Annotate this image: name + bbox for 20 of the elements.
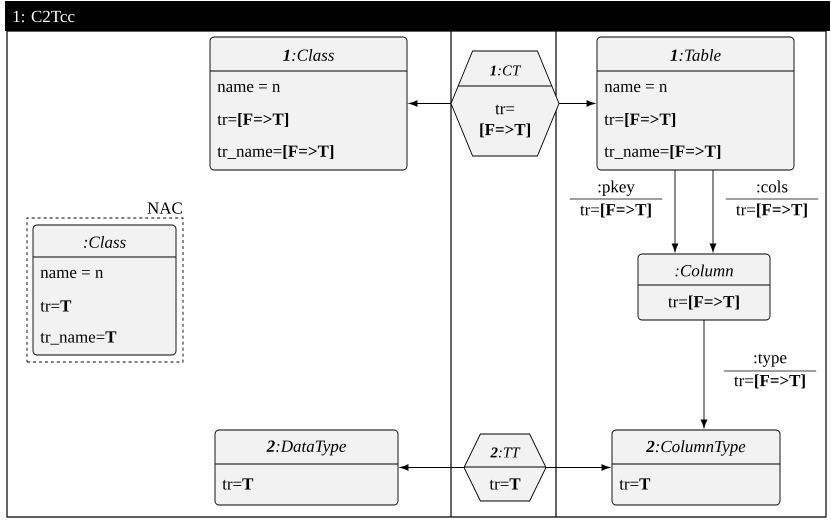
arrow bbox=[672, 170, 678, 252]
class-box: 2:DataType tr=T bbox=[214, 430, 398, 506]
class-box: :Column tr=[F=>T] bbox=[638, 254, 770, 320]
arrow bbox=[409, 100, 452, 107]
class-box: 2:ColumnType tr=T bbox=[612, 430, 780, 506]
edge-label: :type tr=[F=>T] bbox=[723, 354, 817, 388]
arrow bbox=[400, 464, 464, 471]
title-bar: 1: C2Tcc bbox=[5, 1, 830, 31]
arrow bbox=[546, 464, 610, 471]
edge-label: :pkey tr=[F=>T] bbox=[569, 180, 663, 218]
hexagon: 2:TT tr=T bbox=[464, 434, 546, 502]
class-box: 1:Table name = n tr=[F=>T] tr_name=[F=>T] bbox=[596, 36, 794, 170]
hexagon: 1:CT tr= [F=>T] bbox=[450, 50, 560, 156]
arrow bbox=[710, 170, 716, 252]
node-label: NAC bbox=[148, 202, 182, 214]
arrow bbox=[558, 100, 596, 107]
class-box: :Class name = n tr=T tr_name=T bbox=[32, 224, 176, 356]
edge-label: :cols tr=[F=>T] bbox=[725, 180, 819, 218]
arrow bbox=[700, 320, 708, 428]
class-box: 1:Class name = n tr=[F=>T] tr_name=[F=>T] bbox=[210, 36, 408, 170]
